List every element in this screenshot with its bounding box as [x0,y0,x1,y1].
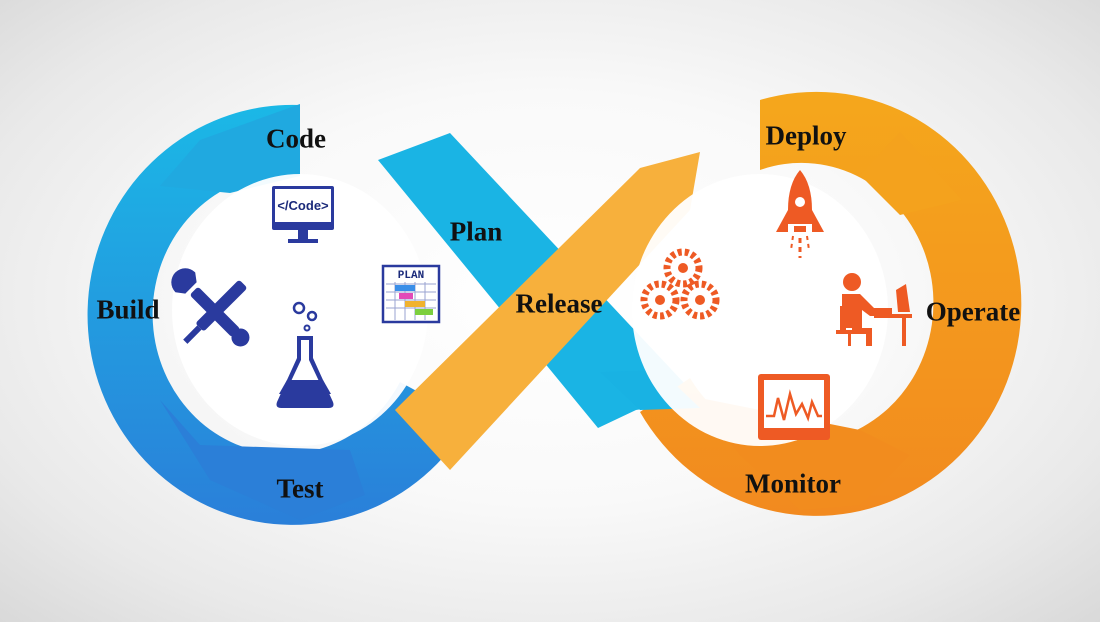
label-operate: Operate [925,296,1021,327]
svg-text:</Code>: </Code> [277,198,329,213]
person-at-desk-icon [836,273,912,346]
deploy-arrow-head [860,132,962,215]
label-plan: Plan [449,216,503,247]
test-arrow-head [160,400,365,520]
flask-icon [276,301,334,408]
release-arrow-band [395,152,700,470]
label-monitor: Monitor [745,468,841,499]
label-deploy: Deploy [765,120,847,151]
label-build: Build [96,294,160,325]
label-test: Test [276,473,324,504]
monitor-chart-icon [758,374,830,440]
code-monitor-icon: </Code> [272,186,334,243]
wrench-screwdriver-icon [171,268,250,347]
label-code: Code [266,123,326,154]
rocket-icon [776,170,824,258]
label-release: Release [515,288,603,319]
code-arrow-head [160,104,300,193]
svg-text:PLAN: PLAN [398,270,424,282]
plan-board-icon: PLAN [381,264,441,324]
gears-icon [640,248,720,320]
